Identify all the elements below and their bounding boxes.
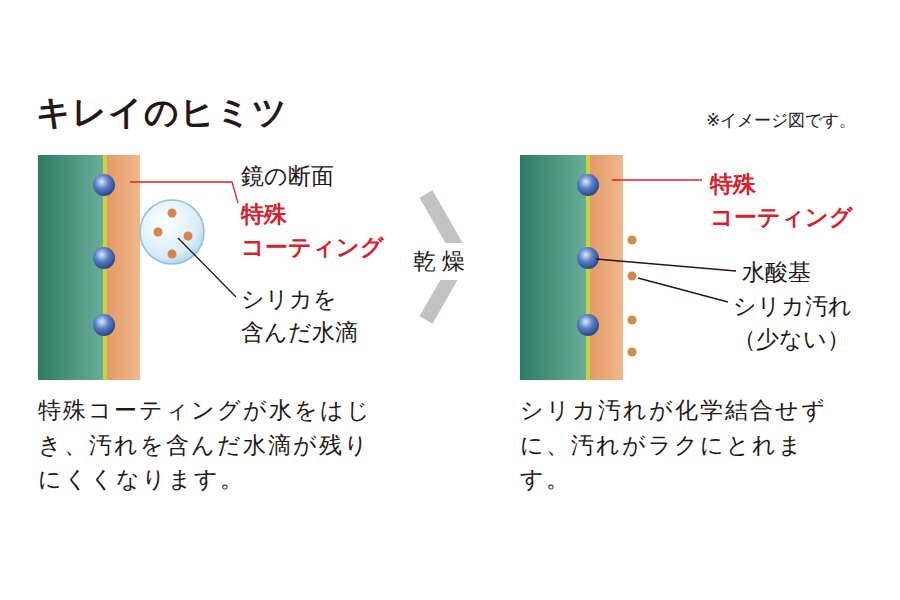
silica-dot [628,272,637,281]
leader-line [178,238,236,297]
leader-line [596,259,736,271]
leader-line [612,179,702,180]
part-label: シリカを 含んだ水滴 [241,283,384,350]
hydroxyl-sphere [93,174,115,196]
silica-dot [168,250,177,259]
mirror-section-left [38,155,140,380]
note: ※イメージ図です。 [706,108,856,133]
silica-dot [628,348,637,357]
silica-dot [628,236,637,245]
description: 特殊コーティングが水をはじき、汚れを含んだ水滴が残りにくくなります。 [38,393,386,497]
hydroxyl-sphere [93,314,115,336]
coating-label: 特殊 コーティング [710,168,885,235]
leader-line [638,278,728,302]
hydroxyl-sphere [577,314,599,336]
mirror-section-right [520,155,637,380]
step-label: 乾燥 [409,243,475,280]
silica-dot [184,232,193,241]
part-label: シリカ汚れ （少ない） [733,290,876,357]
hydroxyl-sphere [577,174,599,196]
hydroxyl-sphere [93,247,115,269]
leader-line [130,182,238,203]
coating-label: 特殊 コーティング [241,198,416,265]
title: キレイのヒミツ [36,88,288,137]
part-label: 水酸基 [742,256,811,289]
silica-dot [154,228,163,237]
part-label: 鏡の断面 [241,160,334,193]
glass-layer [520,155,587,380]
silica-dot [628,316,637,325]
silica-dot [168,209,177,218]
hydroxyl-sphere [577,247,599,269]
description: シリカ汚れが化学結合せずに、汚れがラクにとれます。 [520,393,842,497]
